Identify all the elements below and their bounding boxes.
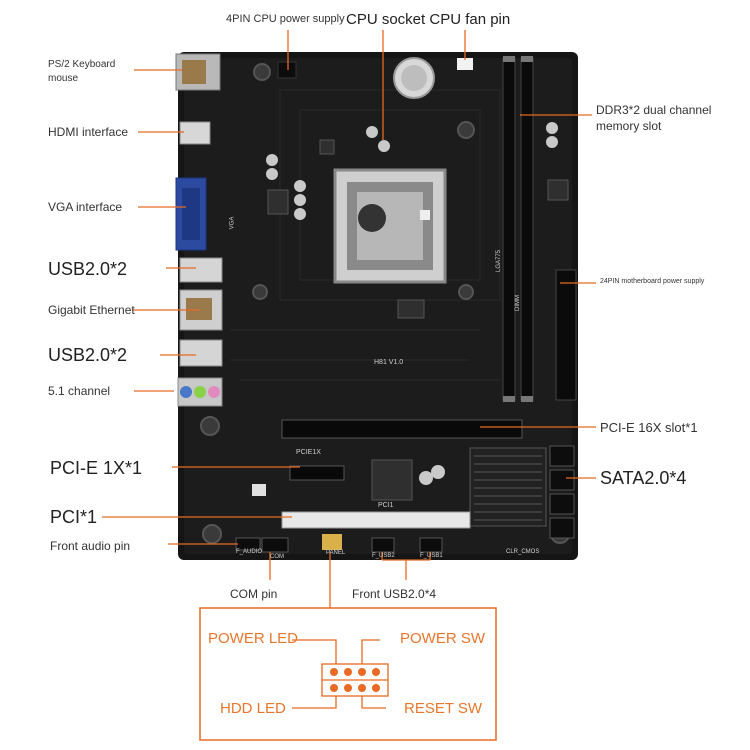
cpu-fan-header [457,58,473,70]
pcie-x1-slot [289,465,345,481]
pinout-power-sw: POWER SW [400,630,485,647]
mount-hole [457,121,475,139]
board-com-text: COM [270,554,284,560]
label-cpu-socket: CPU socket CPU fan pin [346,11,511,28]
pinout-box [199,607,497,741]
label-ddr3-line2: memory slot [596,119,662,133]
usb-header-1 [371,537,395,553]
usb-port-mid [179,339,223,367]
board-usb1-text: F_USB1 [420,553,443,559]
label-front-usb: Front USB2.0*4 [352,587,437,601]
sata-port [549,445,575,467]
label-cpu-power: 4PIN CPU power supply [226,13,345,25]
board-clr-text: CLR_CMOS [506,549,540,555]
label-24pin: 24PIN motherboard power supply [600,278,705,285]
label-sata: SATA2.0*4 [600,468,687,488]
usb-header-2 [419,537,443,553]
mount-hole [200,416,220,436]
label-usb-top: USB2.0*2 [48,259,128,279]
label-ps2-line1: PS/2 Keyboard [48,59,116,70]
sata-port [549,493,575,515]
mount-hole [458,284,474,300]
label-ethernet: Gigabit Ethernet [48,303,135,317]
board-audio-text: F_AUDIO [236,549,263,555]
hdmi-port [179,121,211,145]
pcie-x16-slot [281,419,523,439]
label-front-audio: Front audio pin [50,539,131,553]
board-pci1-text: PCI1 [378,502,394,509]
label-pcie1: PCI-E 1X*1 [50,458,143,478]
ddr3-slot-2 [520,57,534,401]
label-pcie16: PCI-E 16X slot*1 [600,420,698,435]
label-ddr3-line1: DDR3*2 dual channel [596,103,712,117]
label-hdmi: HDMI interface [48,125,129,139]
label-com: COM pin [230,587,278,601]
pinout-reset-sw: RESET SW [404,700,483,717]
label-ps2-line2: mouse [48,73,79,84]
sata-port [549,517,575,539]
mount-hole [202,524,222,544]
board-usb2-text: F_USB2 [372,553,395,559]
mount-hole [252,284,268,300]
mount-hole [253,63,271,81]
label-usb-mid: USB2.0*2 [48,345,128,365]
board-panel-text: PANEL [326,550,346,556]
board-dimm-text: DIMM [515,295,521,311]
ddr3-slot-1 [502,57,516,401]
board-lga-text: LGA775 [496,249,503,273]
label-pci: PCI*1 [50,507,98,527]
pinout-power-led: POWER LED [208,630,299,647]
panel-header [322,534,342,550]
label-vga: VGA interface [48,200,123,214]
sata-port [549,469,575,491]
pinout-hdd-led: HDD LED [220,700,286,717]
board-model-text: H81 V1.0 [374,359,404,366]
pci-slot [281,511,471,529]
atx-24pin-connector [555,269,577,401]
label-5-1-channel: 5.1 channel [48,384,111,398]
board-pcie1x-text: PCIE1X [296,449,321,456]
usb-port-top [179,257,223,283]
cpu-power-connector [277,61,297,79]
board-vga-text: VGA [229,216,236,230]
com-header [261,537,289,553]
